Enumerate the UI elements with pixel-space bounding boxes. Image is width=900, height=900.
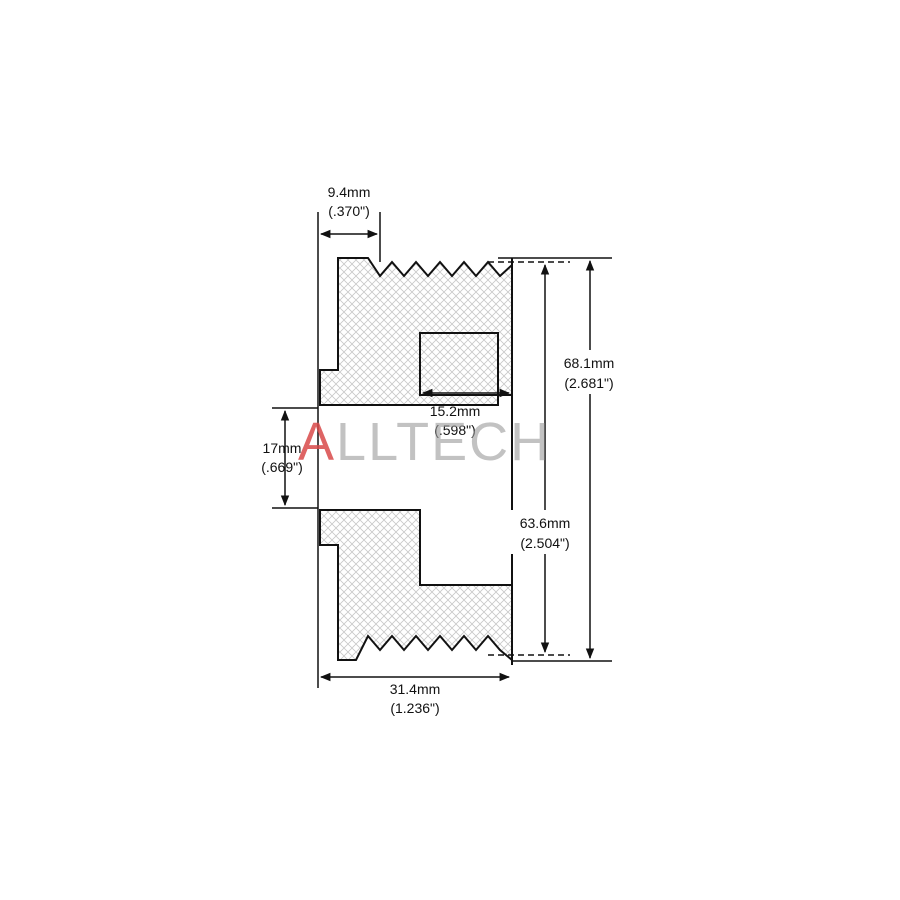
watermark-rest: LLTECH bbox=[336, 412, 552, 472]
outer-diameter-mm: 68.1mm bbox=[564, 355, 615, 371]
alltech-watermark: ALLTECH bbox=[298, 415, 551, 469]
bore-diameter-mm: 17mm bbox=[263, 440, 302, 456]
overall-width-mm: 31.4mm bbox=[390, 681, 441, 697]
overall-width-inch: (1.236") bbox=[390, 700, 439, 716]
groove-width-mm: 9.4mm bbox=[328, 184, 371, 200]
watermark-accent-letter: A bbox=[298, 412, 337, 472]
groove-width-inch: (.370") bbox=[328, 203, 370, 219]
bore-depth-mm: 15.2mm bbox=[430, 403, 481, 419]
inner-diameter-mm: 63.6mm bbox=[520, 515, 571, 531]
bore-depth-inch: (.598") bbox=[434, 422, 476, 438]
pulley-upper-section bbox=[319, 257, 513, 406]
inner-diameter-inch: (2.504") bbox=[520, 535, 569, 551]
bore-diameter-inch: (.669") bbox=[261, 459, 303, 475]
pulley-lower-section bbox=[319, 509, 513, 663]
outer-diameter-inch: (2.681") bbox=[564, 375, 613, 391]
